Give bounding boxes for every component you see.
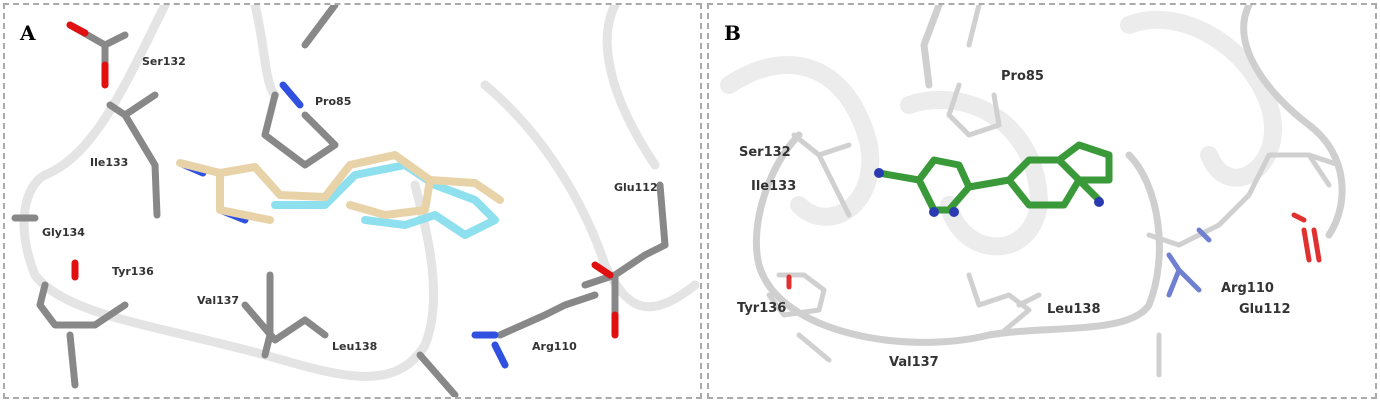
- panel-b: B Pro85 Ser132 Ile133 Glu112 Arg110 Tyr1…: [707, 3, 1377, 399]
- residue-label: Ile133: [751, 179, 797, 194]
- panel-a: A Ser132 Pro85 Ile133 Gly134 Tyr136 Val1…: [3, 3, 702, 399]
- protein-ribbon: [19, 5, 700, 381]
- panel-b-structure: [720, 5, 1346, 378]
- ligand-tan: [176, 151, 504, 224]
- oxygen-atoms: [786, 212, 1322, 290]
- residue-label: Ser132: [739, 145, 791, 160]
- residue-label: Pro85: [1001, 69, 1044, 84]
- residue-label: Ile133: [90, 156, 129, 169]
- residue-label: Glu112: [614, 181, 658, 194]
- oxygen-atoms: [66, 21, 619, 339]
- residue-label: Gly134: [42, 226, 85, 239]
- residue-label: Arg110: [532, 340, 577, 353]
- residue-sticks: [11, 5, 669, 397]
- residue-label: Leu138: [1047, 302, 1101, 317]
- residue-label: Ser132: [142, 55, 186, 68]
- residue-label: Val137: [197, 294, 240, 307]
- panel-a-structure: [11, 5, 700, 397]
- nitrogen-atoms: [1166, 227, 1212, 298]
- residue-label: Glu112: [1239, 302, 1291, 317]
- ligand-nitrogens: [874, 168, 1104, 217]
- ligand-green: [875, 141, 1113, 214]
- residue-label: Tyr136: [112, 265, 154, 278]
- ligand-cyan: [271, 161, 499, 239]
- residue-sticks: [766, 5, 1342, 378]
- residue-label: Arg110: [1221, 281, 1274, 296]
- panel-label: A: [20, 21, 36, 45]
- protein-ribbon: [752, 5, 1346, 346]
- nitrogen-atoms: [176, 81, 509, 369]
- helix-ribbons: [720, 10, 1282, 256]
- panel-label: B: [724, 21, 741, 45]
- residue-label: Leu138: [332, 340, 378, 353]
- residue-label: Tyr136: [737, 301, 787, 316]
- residue-label: Pro85: [315, 95, 352, 108]
- residue-label: Val137: [889, 355, 939, 370]
